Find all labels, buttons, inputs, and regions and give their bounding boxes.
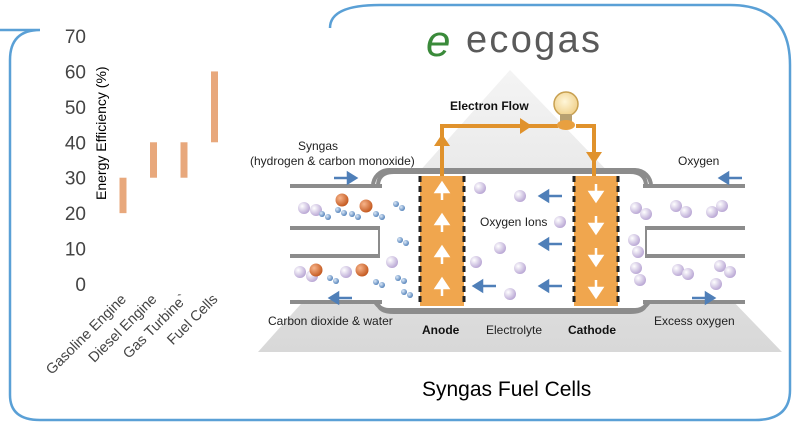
y-tick-label: 40 bbox=[65, 133, 86, 154]
y-axis-ticks: 0 10 20 30 40 50 60 70 bbox=[65, 27, 86, 296]
outer-frame bbox=[0, 3, 792, 422]
chart-bars bbox=[119, 71, 218, 214]
electrolyte-label: Electrolyte bbox=[486, 323, 542, 337]
y-axis-label: Energy Efficiency (%) bbox=[93, 66, 109, 200]
y-tick-label: 0 bbox=[75, 275, 86, 296]
y-tick-label: 70 bbox=[65, 27, 86, 48]
logo-glyph: e bbox=[426, 17, 450, 66]
oxygen-label: Oxygen bbox=[678, 154, 719, 168]
electron-flow-label: Electron Flow bbox=[450, 99, 529, 113]
diagram-caption: Syngas Fuel Cells bbox=[422, 378, 591, 401]
chart-bar bbox=[180, 142, 188, 178]
co2-water-label: Carbon dioxide & water bbox=[268, 314, 393, 328]
anode-label: Anode bbox=[422, 323, 460, 337]
fuel-cell-diagram: Electron Flow Syngas (hydrogen & carbon … bbox=[250, 70, 782, 352]
chart-bar bbox=[119, 177, 127, 214]
flow-arrows bbox=[327, 170, 742, 306]
wire-arrow-up-icon bbox=[434, 134, 450, 146]
y-tick-label: 10 bbox=[65, 240, 86, 261]
wire-arrow-right-icon bbox=[520, 118, 532, 134]
syngas-label: Syngas bbox=[298, 139, 338, 153]
chart-bar bbox=[211, 71, 218, 143]
molecules bbox=[294, 182, 736, 300]
cathode-down-arrows bbox=[587, 184, 605, 300]
wire-arrow-down-icon bbox=[586, 152, 602, 164]
excess-oxygen-label: Excess oxygen bbox=[654, 314, 735, 328]
cathode-label: Cathode bbox=[568, 323, 616, 337]
ecogas-logo: e ecogas bbox=[426, 17, 601, 66]
oxygen-ions-label: Oxygen Ions bbox=[480, 215, 547, 229]
logo-text: ecogas bbox=[466, 19, 601, 61]
y-tick-label: 60 bbox=[65, 62, 86, 83]
y-tick-label: 50 bbox=[65, 98, 86, 119]
syngas-detail-label: (hydrogen & carbon monoxide) bbox=[250, 154, 415, 168]
anode-up-arrows bbox=[433, 180, 451, 296]
light-bulb-icon bbox=[553, 91, 579, 130]
y-tick-label: 20 bbox=[65, 204, 86, 225]
y-tick-label: 30 bbox=[65, 169, 86, 190]
chart-bar bbox=[150, 142, 157, 178]
